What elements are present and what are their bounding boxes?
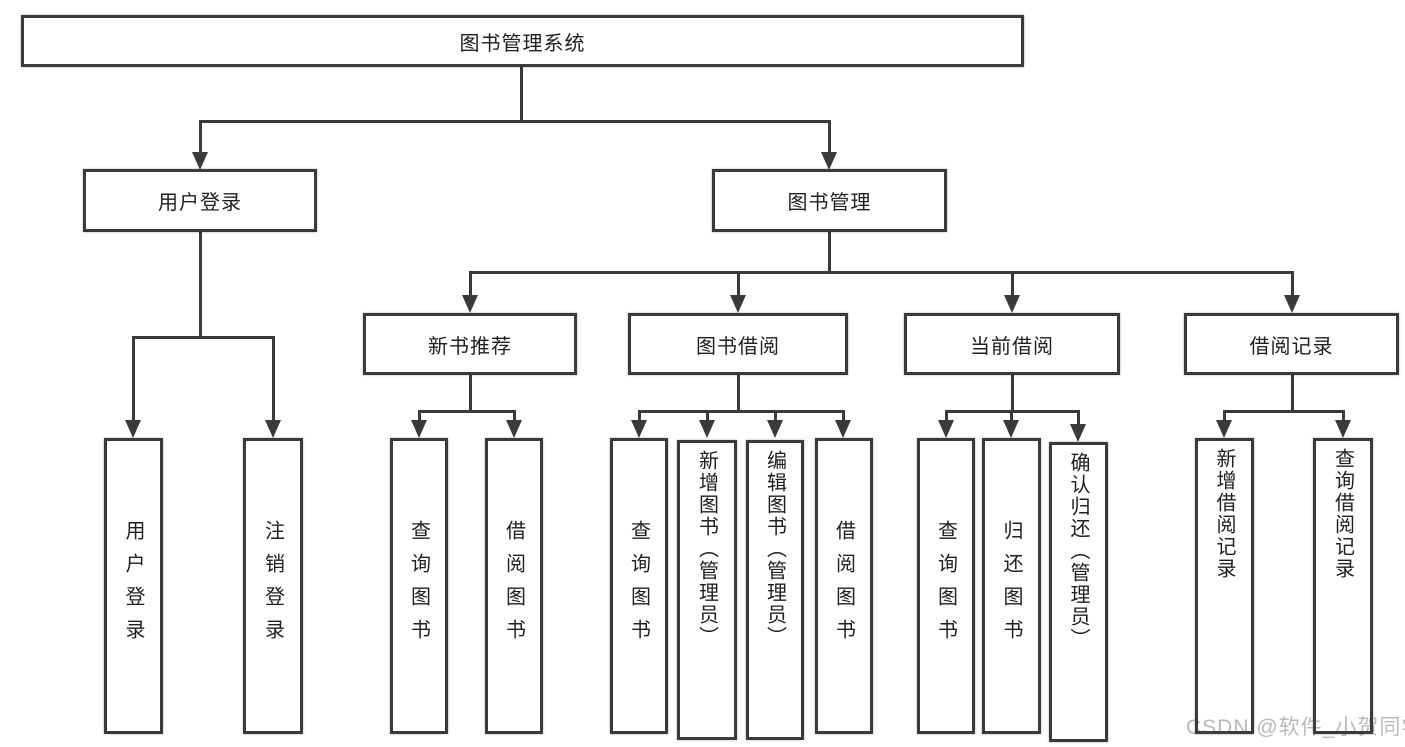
- leaf-query-books-current: 查询图书: [917, 438, 975, 734]
- node-book-borrow: 图书借阅: [628, 313, 848, 375]
- node-label: 新书推荐: [428, 335, 512, 358]
- leaf-borrow-books-recommend: 借阅图书: [485, 438, 543, 734]
- node-borrow-record: 借阅记录: [1184, 313, 1399, 375]
- leaf-label: 查询图书: [627, 520, 650, 652]
- connector-line: [520, 67, 523, 120]
- leaf-label: 借阅图书: [502, 520, 525, 652]
- connector-line: [199, 232, 202, 336]
- connector-line: [272, 336, 275, 422]
- connector-line: [469, 271, 472, 297]
- arrowhead-down-icon: [938, 420, 954, 438]
- leaf-borrow-books: 借阅图书: [815, 438, 873, 734]
- leaf-query-borrow-record: 查询借阅记录: [1313, 438, 1373, 734]
- connector-line: [706, 410, 709, 422]
- connector-line: [842, 410, 845, 422]
- connector-line: [132, 336, 275, 339]
- connector-line: [638, 410, 641, 422]
- arrowhead-down-icon: [462, 295, 478, 313]
- connector-line: [199, 120, 202, 154]
- leaf-label: 归还图书: [1000, 520, 1022, 652]
- leaf-label: 借阅图书: [832, 520, 855, 652]
- connector-line: [469, 375, 472, 410]
- leaf-label: 查询图书: [407, 520, 430, 652]
- connector-line: [418, 410, 421, 422]
- leaf-add-books-admin: 新增图书（管理员）: [677, 440, 737, 740]
- connector-line: [737, 375, 740, 410]
- node-library-system: 图书管理系统: [21, 15, 1024, 67]
- node-new-book-recommend: 新书推荐: [363, 313, 577, 375]
- connector-line: [828, 120, 831, 154]
- arrowhead-down-icon: [1003, 420, 1019, 438]
- connector-line: [418, 410, 515, 413]
- node-current-borrow: 当前借阅: [904, 313, 1120, 375]
- arrowhead-down-icon: [125, 420, 141, 438]
- arrowhead-down-icon: [730, 295, 746, 313]
- connector-line: [774, 410, 777, 422]
- leaf-user-login: 用户登录: [104, 438, 163, 734]
- arrowhead-down-icon: [1284, 295, 1300, 313]
- arrowhead-down-icon: [631, 420, 647, 438]
- arrowhead-down-icon: [821, 152, 837, 170]
- leaf-label: 注销登录: [261, 520, 284, 652]
- leaf-query-books-borrow: 查询图书: [610, 438, 668, 734]
- arrowhead-down-icon: [1004, 295, 1020, 313]
- connector-line: [132, 336, 135, 422]
- node-label: 用户登录: [158, 192, 242, 214]
- connector-line: [1342, 410, 1345, 422]
- leaf-label: 新增借阅记录: [1213, 448, 1235, 580]
- connector-line: [945, 410, 948, 422]
- node-book-management: 图书管理: [712, 169, 947, 232]
- leaf-label: 编辑图书（管理员）: [763, 450, 786, 648]
- connector-line: [1011, 271, 1014, 297]
- leaf-edit-books-admin: 编辑图书（管理员）: [746, 440, 804, 740]
- connector-line: [1291, 375, 1294, 410]
- leaf-label: 确认归还（管理员）: [1067, 452, 1089, 650]
- connector-line: [469, 271, 1293, 274]
- connector-line: [199, 120, 831, 123]
- leaf-return-books: 归还图书: [982, 438, 1041, 734]
- arrowhead-down-icon: [192, 152, 208, 170]
- arrowhead-down-icon: [1216, 420, 1232, 438]
- leaf-query-books-recommend: 查询图书: [390, 438, 448, 734]
- leaf-confirm-return-admin: 确认归还（管理员）: [1049, 442, 1108, 742]
- node-label: 图书管理: [787, 192, 872, 214]
- connector-line: [1077, 410, 1080, 424]
- connector-line: [638, 410, 845, 413]
- connector-line: [1291, 271, 1294, 297]
- leaf-label: 新增图书（管理员）: [695, 450, 718, 648]
- node-label: 当前借阅: [970, 335, 1054, 358]
- connector-line: [737, 271, 740, 297]
- arrowhead-down-icon: [699, 420, 715, 438]
- connector-line: [513, 410, 516, 422]
- csdn-watermark: CSDN @软件_小贺同学: [1186, 716, 1405, 739]
- arrowhead-down-icon: [1335, 420, 1351, 438]
- arrowhead-down-icon: [411, 420, 427, 438]
- node-label: 图书借阅: [696, 335, 780, 358]
- connector-line: [1011, 375, 1014, 410]
- leaf-label: 查询图书: [934, 520, 957, 652]
- leaf-label: 用户登录: [122, 520, 144, 652]
- connector-line: [1223, 410, 1226, 422]
- connector-line: [828, 232, 831, 271]
- arrowhead-down-icon: [835, 420, 851, 438]
- arrowhead-down-icon: [506, 420, 522, 438]
- arrowhead-down-icon: [1070, 424, 1086, 442]
- connector-line: [1010, 410, 1013, 422]
- leaf-add-borrow-record: 新增借阅记录: [1195, 438, 1254, 734]
- node-label: 借阅记录: [1249, 335, 1334, 358]
- connector-line: [1223, 410, 1344, 413]
- node-user-login: 用户登录: [83, 169, 317, 232]
- arrowhead-down-icon: [767, 420, 783, 438]
- arrowhead-down-icon: [265, 420, 281, 438]
- leaf-logout: 注销登录: [243, 438, 303, 734]
- node-label: 图书管理系统: [459, 32, 586, 55]
- leaf-label: 查询借阅记录: [1331, 448, 1354, 580]
